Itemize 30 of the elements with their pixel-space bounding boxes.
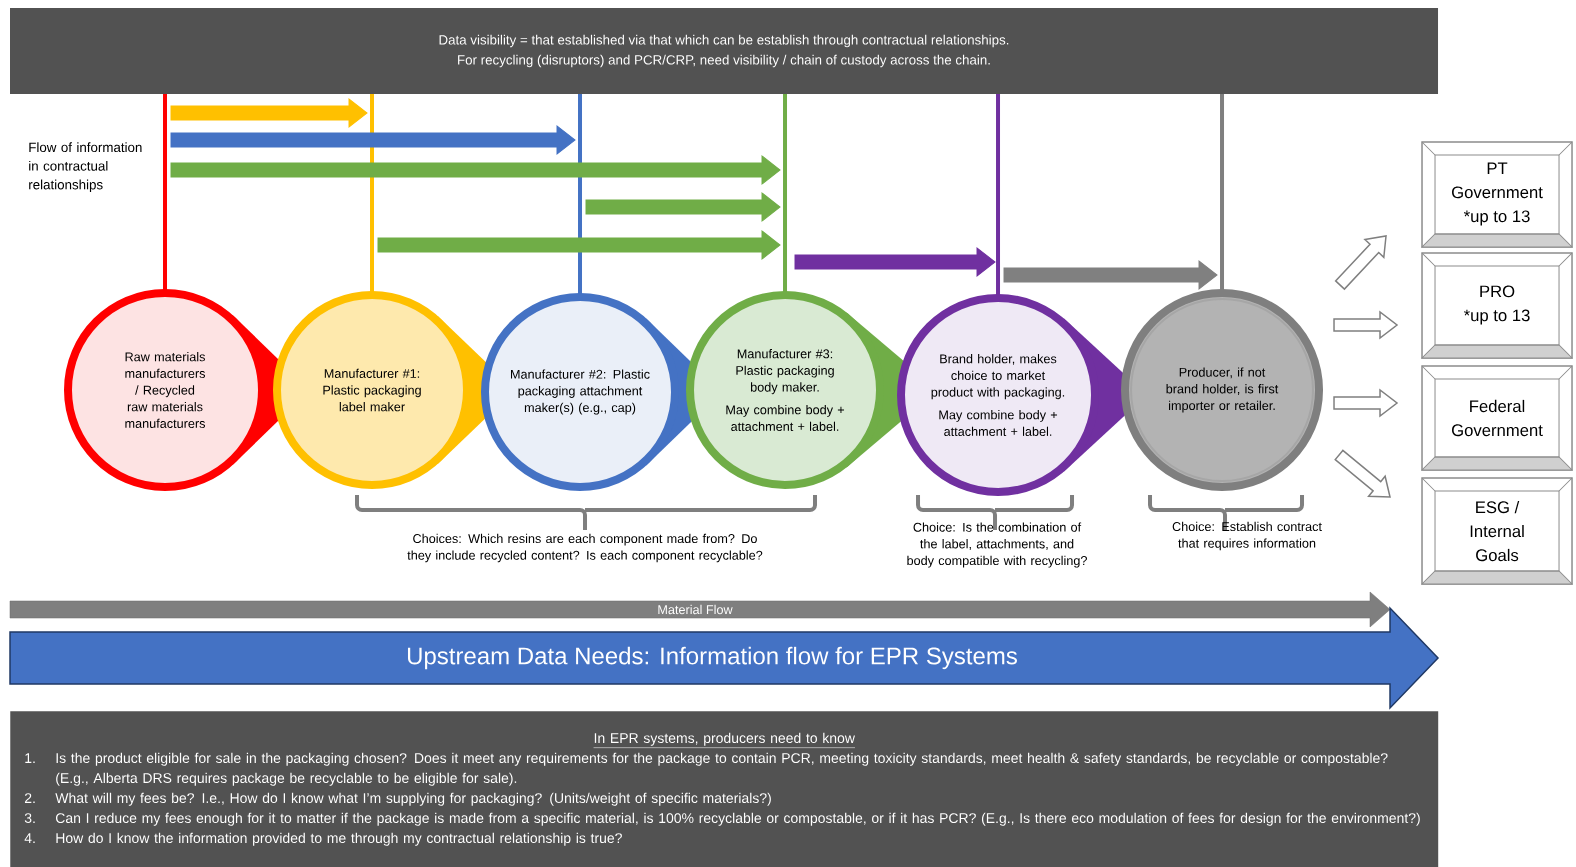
arrow xyxy=(170,125,576,155)
flow-band: Material Flow xyxy=(9,591,1391,628)
beveled-box: ESG / Internal Goals xyxy=(1421,477,1573,585)
list-number: 4. xyxy=(24,833,35,843)
beveled-box: Federal Government xyxy=(1421,365,1573,471)
panel-heading: In EPR systems, producers need to know xyxy=(593,732,856,748)
arrow xyxy=(794,247,996,277)
hollow-arrow xyxy=(1334,235,1387,291)
brace-caption: Choices: Which resins are each component made from? Do they include recycled content? Is each component recyclable? xyxy=(407,533,763,563)
hollow-arrow xyxy=(1333,310,1399,340)
beveled-box: PT Government *up to 13 xyxy=(1421,141,1573,248)
list-number: 2. xyxy=(25,793,35,803)
list-number: 1. xyxy=(25,753,35,763)
list-number: 3. xyxy=(24,813,35,824)
hollow-arrow xyxy=(1334,449,1391,498)
hollow-arrow xyxy=(1333,388,1399,418)
arrow xyxy=(1003,260,1218,290)
brace-caption: Choice: Establish contract that requires information xyxy=(1172,521,1322,551)
arrow xyxy=(170,155,781,185)
brace-caption: Choice: Is the combination of the label, attachments, and body compatible with recycling? xyxy=(907,522,1087,568)
arrow xyxy=(585,192,781,222)
notes-panel xyxy=(10,711,1439,867)
list-item: Can I reduce my fees enough for it to matter if the package is made from a specific material, is 100% recyclable or compostable, or if it has PCR? (E.g., Is there eco modulation of fees for design for the environment?) xyxy=(56,812,1420,826)
beveled-box: PRO *up to 13 xyxy=(1421,252,1573,359)
arrow xyxy=(170,98,368,128)
list-item: What will my fees be? I.e., How do I know what I’m supplying for packaging? (Units/weight of specific materials?) xyxy=(55,792,771,806)
list-item: How do I know the information provided to me through my contractual relationship is true? xyxy=(56,832,622,846)
header-banner: Data visibility = that established via that which can be establish through contractual relationships. For recycling (disruptors) and PCR/CRP, need visibility / chain of custody across the chain. xyxy=(10,8,1438,94)
list-item: Is the product eligible for sale in the packaging chosen? Does it meet any requirements for the package to contain PCR, meeting toxicity standards, meet health & safety standards, be recyclable or compostable? (E.g., Alberta DRS requires package be recyclable to be eligible for sale). xyxy=(56,752,1388,786)
arrow xyxy=(377,230,781,260)
